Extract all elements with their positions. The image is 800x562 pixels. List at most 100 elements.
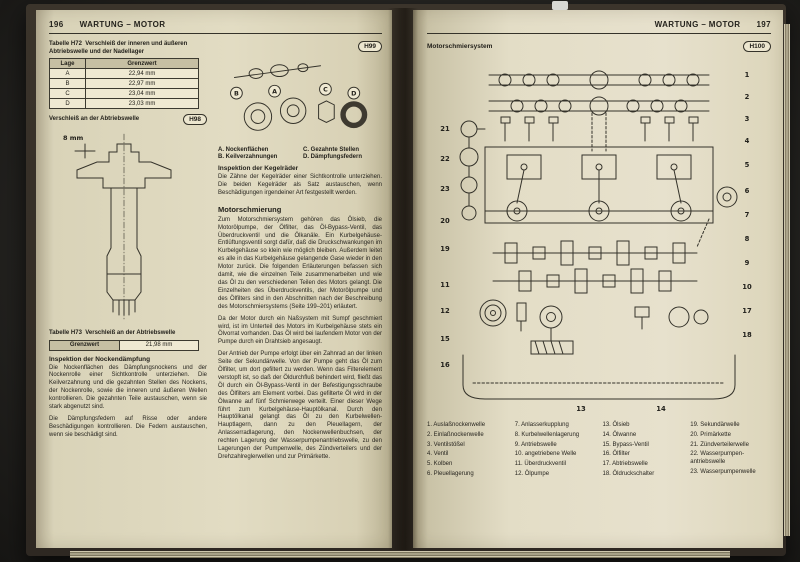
figure-h99-labels: A. Nockenflächen C. Gezahnte Stellen B. …	[218, 147, 382, 160]
label-c: C. Gezahnte Stellen	[303, 147, 360, 153]
diagram-callout: 3	[745, 115, 750, 123]
table-cell: 22,97 mm	[85, 78, 199, 89]
legend-column: 19. Sekundärwelle 20. Primärkette 21. Zünd…	[690, 422, 771, 481]
legend-item: 21. Zündverteilerwelle	[690, 441, 749, 448]
cam-damper-parts-drawing: B A C D	[230, 63, 368, 131]
page-stack-bottom-edge	[70, 551, 730, 558]
table-cell: Grenzwert	[85, 58, 199, 69]
table-cell: 23,03 mm	[85, 98, 199, 109]
page-196: 196 WARTUNG – MOTOR Tabelle H72 Verschle…	[36, 10, 392, 548]
table-cell: D	[49, 98, 86, 109]
diagram-callout: 15	[440, 335, 450, 343]
table-row: Grenzwert 21,98 mm	[49, 339, 199, 351]
legend-item: 11. Überdruckventil	[514, 461, 566, 468]
diagram-callout: 4	[745, 137, 750, 145]
table-row: C 23,04 mm	[49, 88, 199, 99]
legend-item: 10. angetriebene Welle	[514, 451, 577, 458]
diagram-callout: 14	[656, 405, 666, 413]
section-heading-motorschmierung: Motorschmierung	[218, 204, 282, 214]
figure-h98-tag: H98	[183, 114, 207, 125]
paragraph: Die Nockenflächen des Dämpfungsnockens u…	[49, 364, 207, 411]
diagram-callout: 1	[745, 71, 750, 79]
page-header: 196 WARTUNG – MOTOR	[49, 20, 382, 34]
page-number: 196	[49, 20, 64, 29]
legend-item: 3. Ventilstößel	[427, 441, 465, 448]
paragraph: Zum Motorschmiersystem gehören das Ölsie…	[218, 216, 382, 310]
legend-item: 9. Antriebswelle	[514, 441, 557, 448]
page-197: WARTUNG – MOTOR 197 Motorschmiersystem H…	[413, 10, 783, 548]
driveshaft-wear-drawing: 8 mm	[63, 133, 172, 322]
diagram-callout: 21	[440, 125, 450, 133]
legend-item: 1. Auslaßnockenwelle	[427, 422, 486, 428]
part-letter-callouts: B A C D	[230, 82, 361, 100]
diagram-callout: 6	[745, 187, 750, 195]
legend-item: 7. Anlasserkupplung	[514, 422, 569, 428]
legend-item: 8. Kurbelwellenlagerung	[514, 431, 580, 438]
part-letter-b: B	[234, 91, 239, 98]
diagram-callout: 11	[440, 281, 450, 289]
diagram-callout: 13	[576, 405, 586, 413]
legend-item: 6. Pleuellagerung	[427, 470, 474, 477]
legend-item: 17. Abtriebswelle	[602, 461, 648, 468]
bookmark-tab	[552, 1, 568, 10]
table-cell: A	[49, 68, 86, 79]
legend-item: 14. Ölwanne	[602, 431, 637, 438]
diagram-callout: 20	[440, 217, 450, 225]
table-h73: Grenzwert 21,98 mm	[49, 339, 199, 351]
diagram-callout: 7	[745, 211, 750, 219]
table-cell: 22,94 mm	[85, 68, 199, 79]
table-h72: Lage Grenzwert A 22,94 mm B 22,97 mm C 2…	[49, 58, 199, 109]
diagram-callout: 23	[440, 185, 450, 193]
legend-column: 7. Anlasserkupplung 8. Kurbelwellenlageru…	[515, 422, 596, 481]
part-letter-a: A	[272, 89, 277, 96]
label-d: D. Dämpfungsfedern	[303, 154, 363, 160]
part-letter-c: C	[323, 87, 328, 94]
page-header-title: WARTUNG – MOTOR	[654, 20, 741, 29]
table-cell: Grenzwert	[49, 339, 120, 351]
legend-item: 22. Wasserpumpen­antriebswelle	[690, 451, 745, 466]
paragraph: Die Zähne der Kegelräder einer Sichtkont…	[218, 174, 382, 196]
page-stack-right-edge	[784, 24, 790, 536]
part-letter-d: D	[351, 91, 356, 98]
page-number: 197	[756, 20, 771, 29]
legend-item: 16. Ölfilter	[602, 451, 630, 458]
diagram-callout: 8	[745, 235, 750, 243]
legend-item: 2. Einlaßnockenwelle	[427, 431, 484, 438]
legend-item: 19. Sekundärwelle	[690, 422, 740, 428]
page-header-title: WARTUNG – MOTOR	[79, 20, 166, 29]
table-cell: Lage	[49, 58, 86, 69]
diagram-callout: 22	[440, 155, 450, 163]
page-header: WARTUNG – MOTOR 197	[427, 20, 771, 34]
section-heading-kegelraeder: Inspektion der Kegelräder	[218, 165, 299, 172]
paragraph: Der Antrieb der Pumpe erfolgt über ein Z…	[218, 351, 382, 460]
legend-item: 13. Ölsieb	[602, 422, 630, 428]
label-a: A. Nockenflächen	[218, 147, 269, 153]
legend-item: 18. Öldruckschalter	[602, 470, 655, 477]
legend-item: 4. Ventil	[427, 451, 449, 458]
section-heading-nockendaempfung: Inspektion der Nockendämpfung	[49, 355, 151, 363]
figure-h99-tag: H99	[358, 41, 382, 52]
table-h72-caption: Tabelle H72 Verschleiß der inneren und ä…	[49, 41, 188, 55]
diagram-callout: 19	[440, 245, 450, 253]
legend-item: 12. Ölpumpe	[514, 470, 550, 477]
paragraph: Da der Motor durch ein Naßsystem mit Sum…	[218, 315, 382, 346]
label-b: B. Keilverzahnungen	[218, 154, 278, 160]
legend-item: 20. Primärkette	[690, 431, 731, 438]
table-cell: C	[49, 88, 86, 99]
diagram-callout: 18	[742, 331, 752, 339]
legend-column: 1. Auslaßnockenwelle 2. Einlaßnockenwelle…	[427, 422, 508, 481]
table-h73-caption: Tabelle H73 Verschleiß an der Abtriebswe…	[49, 330, 176, 336]
table-row: A 22,94 mm	[49, 68, 199, 79]
legend-item: 15. Bypass-Ventil	[602, 441, 649, 448]
diagram-callout: 10	[742, 283, 752, 291]
figure-h100-tag: H100	[743, 41, 771, 52]
legend-item: 23. Wasserpumpenwelle	[690, 468, 756, 475]
table-header-row: Lage Grenzwert	[49, 58, 199, 69]
figure-h100-caption: Motorschmiersystem	[427, 43, 493, 50]
diagram-callout: 5	[745, 161, 750, 169]
diagram-callout: 12	[440, 307, 450, 315]
paragraph: Die Dämpfungsfedern auf Risse oder ander…	[49, 415, 207, 438]
legend-item: 5. Kolben	[427, 461, 453, 468]
